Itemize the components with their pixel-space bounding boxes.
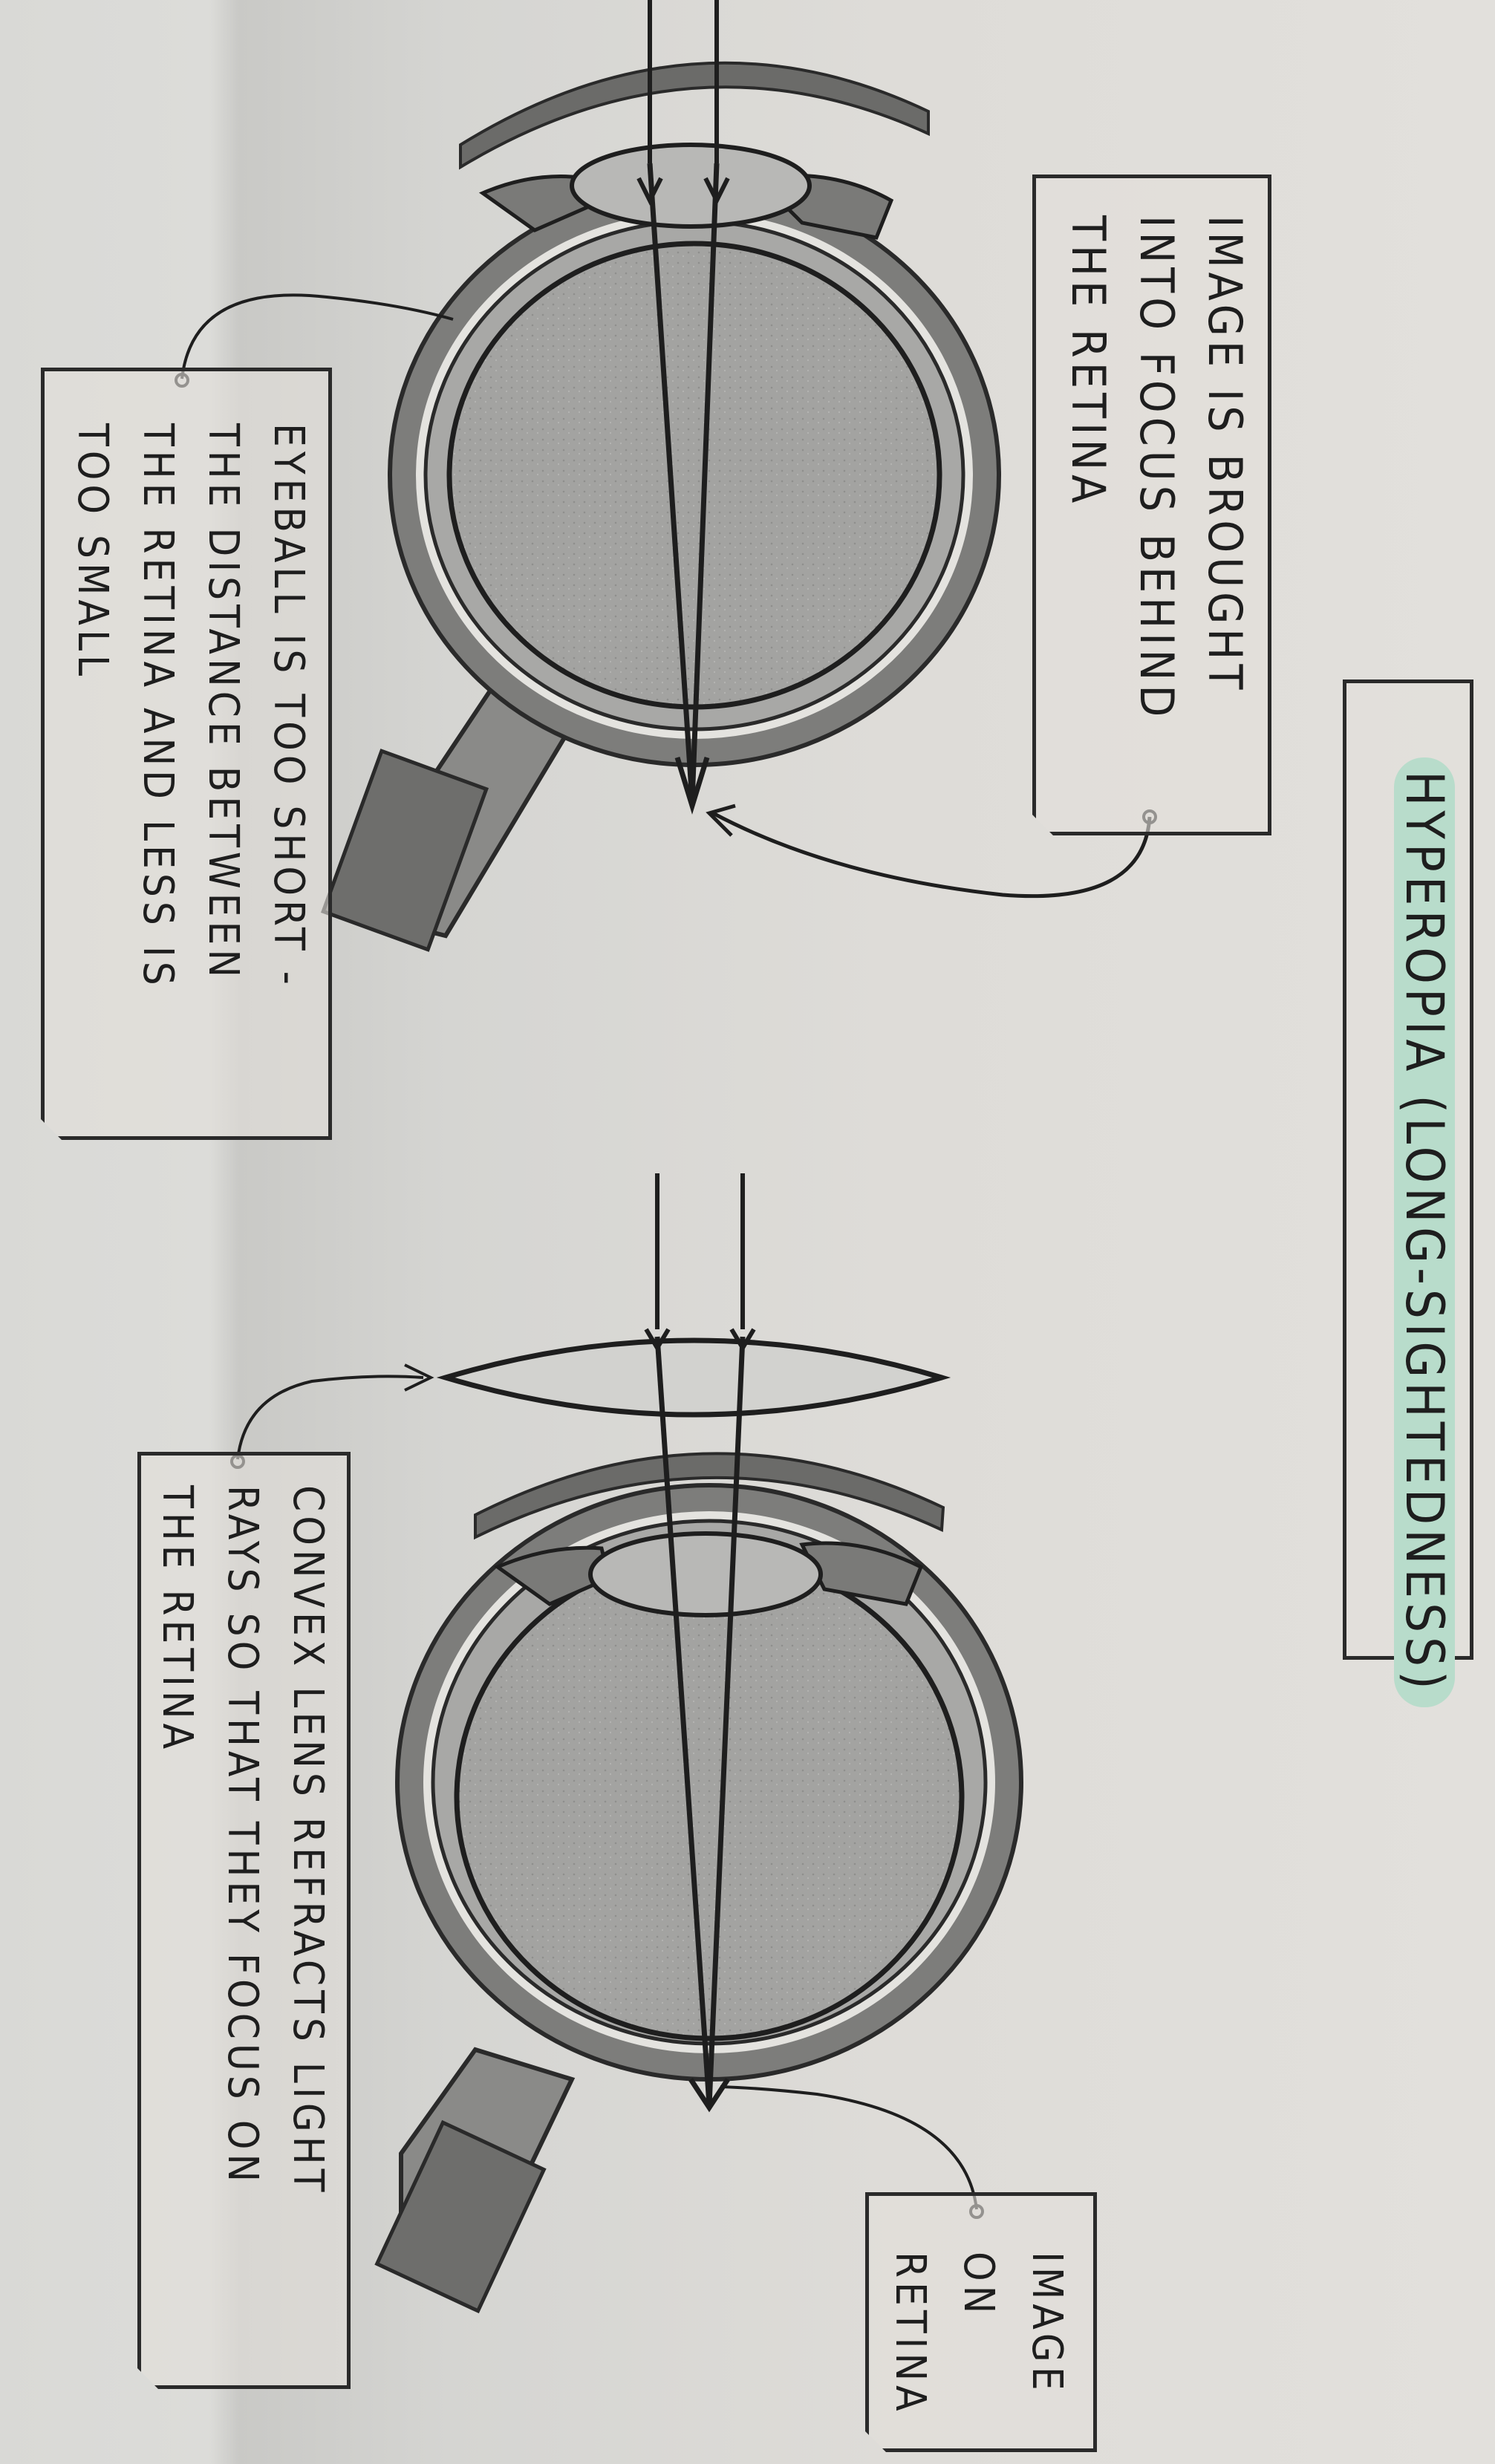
- eyeball-too-short-label: EYEBALL IS TOO SHORT - THE DISTANCE BETW…: [41, 368, 332, 1140]
- label-line: THE DISTANCE BETWEEN: [199, 423, 247, 982]
- label-line: CONVEX LENS REFRACTS LIGHT: [284, 1485, 332, 2197]
- label-line: INTO FOCUS BEHIND: [1130, 215, 1184, 722]
- iris: [493, 1545, 611, 1606]
- focus-arrowhead-icon: [674, 756, 710, 815]
- focus-arrowhead-icon: [688, 2078, 730, 2113]
- label-line: EYEBALL IS TOO SHORT -: [264, 423, 313, 989]
- vitreous-body: [446, 241, 942, 710]
- label-line: THE RETINA AND LESS IS: [134, 423, 182, 990]
- page-title: HYPEROPIA (LONG-SIGHTEDNESS): [1394, 757, 1455, 1707]
- title-box: HYPEROPIA (LONG-SIGHTEDNESS): [1343, 679, 1473, 1707]
- optic-nerve-stump: [374, 2119, 547, 2314]
- label-line: RAYS SO THAT THEY FOCUS ON: [218, 1485, 267, 2187]
- convex-lens: [436, 1337, 951, 1418]
- label-line: IMAGE: [1023, 2252, 1071, 2395]
- refracted-ray: [706, 1336, 746, 2106]
- callout-connector: [720, 2085, 978, 2210]
- eye-lens: [588, 1531, 823, 1617]
- optic-nerve-stump: [320, 749, 489, 952]
- image-on-retina-label: IMAGE ON RETINA: [865, 2192, 1097, 2452]
- callout-connector: [711, 811, 1152, 899]
- corrected-eye: [374, 1173, 1023, 2314]
- cornea: [474, 1452, 945, 1540]
- label-line: THE RETINA: [153, 1485, 201, 1754]
- iris: [799, 1541, 924, 1606]
- refracted-ray: [654, 1336, 712, 2106]
- callout-arrowhead-icon: [706, 804, 736, 837]
- label-line: THE RETINA: [1061, 215, 1115, 508]
- cornea: [459, 61, 930, 170]
- label-line: IMAGE IS BROUGHT: [1198, 215, 1252, 694]
- uncorrected-eye: [320, 0, 1001, 952]
- callout-connector: [236, 1375, 424, 1460]
- refracted-ray: [647, 163, 695, 803]
- label-line: ON: [954, 2252, 1003, 2318]
- refracted-ray: [689, 163, 720, 803]
- eye-lens: [570, 143, 812, 229]
- callout-arrowhead-icon: [404, 1363, 434, 1392]
- convex-lens-label: CONVEX LENS REFRACTS LIGHT RAYS SO THAT …: [137, 1452, 351, 2389]
- focus-behind-retina-label: IMAGE IS BROUGHT INTO FOCUS BEHIND THE R…: [1032, 175, 1271, 835]
- label-line: TOO SMALL: [68, 423, 117, 681]
- callout-connector: [180, 293, 454, 379]
- vitreous-body: [454, 1553, 965, 2041]
- label-line: RETINA: [886, 2252, 934, 2416]
